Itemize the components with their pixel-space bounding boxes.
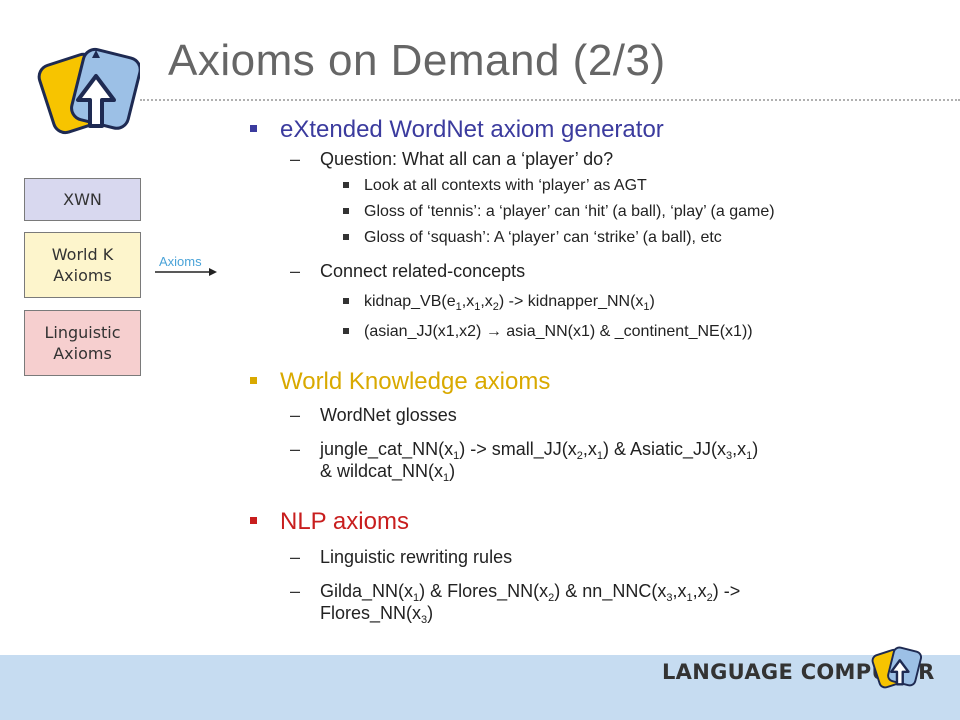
world-glosses: – WordNet glosses [290, 404, 457, 426]
ling-box-label-line2: Axioms [53, 344, 112, 363]
company-logo-small-icon [871, 646, 922, 689]
section-heading-world-text: World Knowledge axioms [280, 368, 551, 395]
gilda-axiom: – Gilda_NN(x1) & Flores_NN(x2) & nn_NNC(… [290, 581, 741, 626]
square-bullet-icon [343, 298, 349, 304]
square-bullet-icon [250, 517, 257, 524]
dash-bullet-icon: – [290, 439, 301, 459]
xwn-question: – Question: What all can a ‘player’ do? [290, 148, 614, 170]
section-heading-xwn-text: eXtended WordNet axiom generator [280, 116, 664, 143]
world-knowledge-axioms-box: World K Axioms [24, 232, 141, 298]
section-heading-world: World Knowledge axioms [250, 368, 551, 396]
xwn-box: XWN [24, 178, 141, 221]
section-heading-xwn: eXtended WordNet axiom generator [250, 116, 664, 144]
world-glosses-text: WordNet glosses [320, 405, 457, 425]
slide-title: Axioms on Demand (2/3) [168, 36, 666, 85]
company-logo-icon [37, 47, 140, 135]
section-heading-nlp-text: NLP axioms [280, 508, 409, 535]
title-divider [140, 99, 960, 101]
nlp-rules-text: Linguistic rewriting rules [320, 547, 513, 567]
xwn-item-2: Gloss of ‘tennis’: a ‘player’ can ‘hit’ … [343, 203, 775, 221]
implies-arrow-icon: → [485, 323, 502, 340]
xwn-item-3: Gloss of ‘squash’: A ‘player’ can ‘strik… [343, 229, 722, 247]
square-bullet-icon [343, 328, 349, 334]
square-bullet-icon [250, 125, 257, 132]
world-box-label-line2: Axioms [53, 266, 112, 285]
xwn-box-label: XWN [63, 190, 102, 209]
square-bullet-icon [250, 377, 257, 384]
right-arrow-icon [155, 268, 217, 276]
asian-axiom: (asian_JJ(x1,x2) → asia_NN(x1) & _contin… [343, 323, 753, 341]
xwn-connect-text: Connect related-concepts [320, 261, 526, 281]
kidnap-axiom: kidnap_VB(e1,x1,x2) -> kidnapper_NN(x1) [343, 293, 655, 313]
dash-bullet-icon: – [290, 149, 301, 169]
footer-bar [0, 655, 960, 720]
axioms-arrow-label: Axioms [159, 254, 202, 269]
nlp-rules: – Linguistic rewriting rules [290, 546, 513, 568]
xwn-item-1-text: Look at all contexts with ‘player’ as AG… [364, 177, 647, 194]
xwn-question-text: Question: What all can a ‘player’ do? [320, 149, 614, 169]
xwn-item-2-text: Gloss of ‘tennis’: a ‘player’ can ‘hit’ … [364, 203, 775, 220]
jungle-cat-axiom: – jungle_cat_NN(x1) -> small_JJ(x2,x1) &… [290, 439, 759, 484]
xwn-item-1: Look at all contexts with ‘player’ as AG… [343, 177, 647, 195]
dash-bullet-icon: – [290, 261, 301, 281]
section-heading-nlp: NLP axioms [250, 508, 409, 536]
world-box-label-line1: World K [51, 245, 114, 264]
linguistic-axioms-box: Linguistic Axioms [24, 310, 141, 376]
dash-bullet-icon: – [290, 547, 301, 567]
dash-bullet-icon: – [290, 581, 301, 601]
dash-bullet-icon: – [290, 405, 301, 425]
ling-box-label-line1: Linguistic [44, 323, 121, 342]
square-bullet-icon [343, 234, 349, 240]
xwn-item-3-text: Gloss of ‘squash’: A ‘player’ can ‘strik… [364, 229, 722, 246]
xwn-connect: – Connect related-concepts [290, 260, 526, 282]
square-bullet-icon [343, 182, 349, 188]
square-bullet-icon [343, 208, 349, 214]
